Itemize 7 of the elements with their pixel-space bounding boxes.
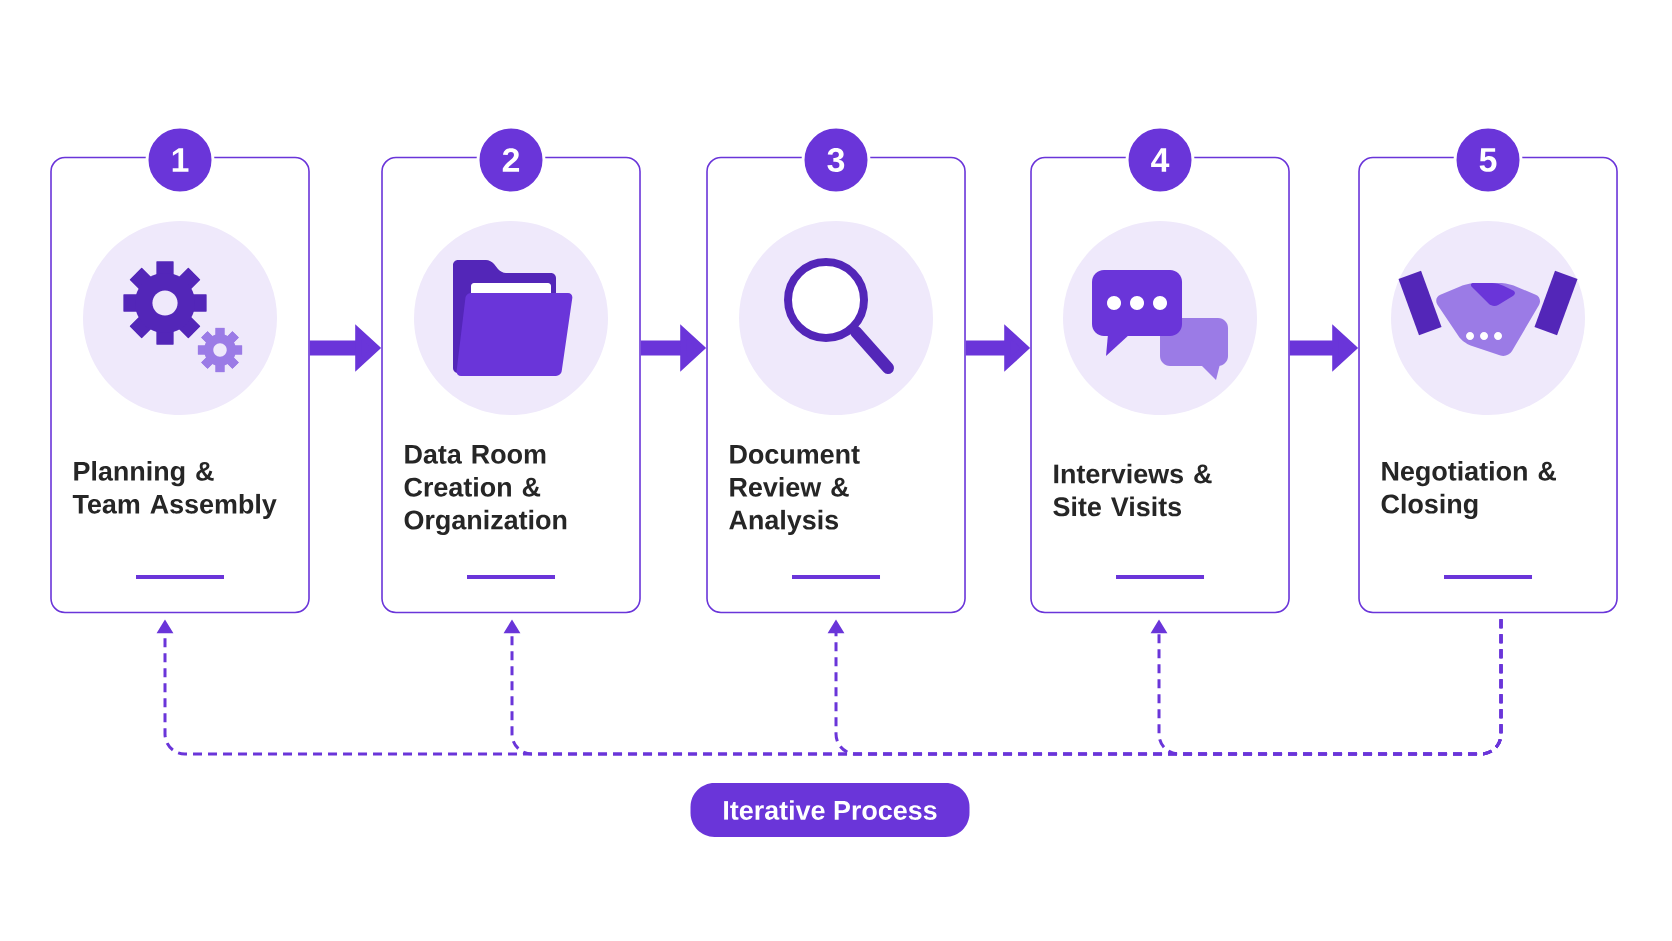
iterative-badge: Iterative Process [690,783,970,837]
step-number: 4 [1125,125,1195,195]
step-number: 3 [801,125,871,195]
step-number: 1 [145,125,215,195]
step-number: 2 [476,125,546,195]
step-number: 5 [1453,125,1523,195]
feedback-arrow [1150,619,1503,756]
